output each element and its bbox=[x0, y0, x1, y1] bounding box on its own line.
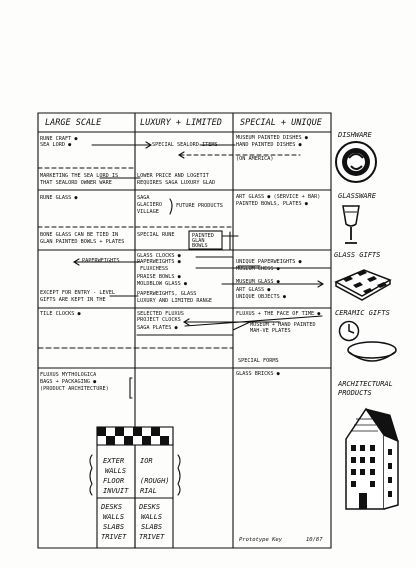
unique-objects: UNIQUE OBJECTS ● bbox=[236, 294, 286, 300]
side-label-glass-gifts: GLASS GIFTS bbox=[334, 251, 381, 259]
moldblow-glass-label: MOLDBLOW GLASS ● bbox=[137, 281, 187, 287]
fluxchess-label: FLUXCHESS bbox=[140, 266, 169, 272]
selected-fluxus-label: SELECTED FLUXUS bbox=[137, 311, 184, 317]
museum-chess: MUSEUM CHESS ● bbox=[236, 266, 280, 272]
museum-glass: MUSEUM GLASS ● bbox=[236, 279, 280, 285]
tile-trivet-2: TRIVET bbox=[139, 533, 165, 541]
glan-label: GLAN bbox=[192, 238, 205, 244]
side-label-architectural: ARCHITECTURAL bbox=[338, 380, 393, 388]
wine-glass-icon bbox=[342, 205, 360, 244]
tile-clocks-label: TILE CLOCKS ● bbox=[40, 311, 81, 317]
sea-lord-label: SEA LORD ● bbox=[40, 142, 72, 148]
bags-packaging-label: BAGS + PACKAGING ● bbox=[40, 379, 97, 385]
painted-label: PAINTED bbox=[192, 233, 214, 239]
luxury-limited-range-label: LUXURY AND LIMITED RANGE bbox=[137, 298, 212, 304]
rune-glass-label: RUNE GLASS ● bbox=[40, 195, 78, 201]
dish-plate-icon bbox=[335, 141, 377, 183]
entry-level-note-1: EXCEPT FOR ENTRY - LEVEL bbox=[40, 290, 115, 296]
prototype-key-label: Prototype Key bbox=[239, 537, 283, 543]
marketing-note-2: THAT SEALORD OWNER WARE bbox=[40, 180, 112, 186]
rune-craft-label: RUNE CRAFT ● bbox=[40, 136, 78, 142]
bowl-icon bbox=[347, 341, 397, 362]
tile-rial: RIAL bbox=[140, 487, 157, 495]
glass-bricks: GLASS BRICKS ● bbox=[236, 371, 280, 377]
tile-invuit: INVUIT bbox=[103, 487, 129, 495]
tile-floor: FLOOR bbox=[103, 477, 125, 485]
tile-desks-2: DESKS bbox=[139, 503, 161, 511]
side-label-glassware: GLASSWARE bbox=[338, 192, 376, 200]
saga-plates-label: SAGA PLATES ● bbox=[137, 325, 178, 331]
side-label-products: PRODUCTS bbox=[338, 389, 372, 397]
header-luxury-limited: LUXURY + LIMITED bbox=[140, 118, 222, 128]
museum-hand-painted: MUSEUM + HAND PAINTED bbox=[250, 322, 316, 328]
paperweights-label: PAPERWEIGHTS bbox=[82, 258, 120, 264]
marketing-note-1: MARKETING THE SEA LORD IS bbox=[40, 173, 119, 179]
tile-walls-2: WALLS bbox=[103, 513, 125, 521]
clock-icon bbox=[338, 320, 360, 342]
special-rune-label: SPECIAL RUNE bbox=[137, 232, 175, 238]
glass-clocks-label: GLASS CLOCKS ● bbox=[137, 253, 181, 259]
lower-price-note-1: LOWER PRICE AND LOGETIT bbox=[137, 173, 209, 179]
bowls-label: BOWLS bbox=[192, 243, 208, 249]
fluxus-face-of-time: FLUXUS + THE FACE OF TIME ● bbox=[236, 311, 321, 317]
art-glass: ART GLASS ● bbox=[236, 287, 271, 293]
painted-bowls-plates: PAINTED BOWLS, PLATES ● bbox=[236, 201, 308, 207]
saga-label: SAGA bbox=[137, 195, 150, 201]
tile-ior: IOR bbox=[140, 457, 153, 465]
tile-slabs-2: SLABS bbox=[141, 523, 163, 531]
special-forms: SPECIAL FORMS bbox=[238, 358, 279, 364]
unique-paperweights: UNIQUE PAPERWEIGHTS ● bbox=[236, 259, 302, 265]
special-sealord-items: SPECIAL SEALORD ITEMS bbox=[152, 142, 218, 148]
paperweights-luxury-label: PAPERWEIGHTS ● bbox=[137, 259, 181, 265]
tile-desks-1: DESKS bbox=[101, 503, 123, 511]
future-products-label: FUTURE PRODUCTS bbox=[176, 203, 223, 209]
glaciero-label: GLACIERO bbox=[137, 202, 162, 208]
header-large-scale: LARGE SCALE bbox=[45, 118, 102, 128]
praise-bowls-label: PRAISE BOWLS ● bbox=[137, 274, 181, 280]
tile-trivet-1: TRIVET bbox=[101, 533, 127, 541]
entry-level-note-2: GIFTS ARE KEPT IN THE bbox=[40, 297, 106, 303]
project-clocks-label: PROJECT CLOCKS bbox=[137, 317, 181, 323]
village-label: VILLAGE bbox=[137, 209, 159, 215]
mah-ve-plates: MAH-VE PLATES bbox=[250, 328, 291, 334]
tile-exter: EXTER bbox=[103, 457, 125, 465]
art-glass-service-bar: ART GLASS ● (SERVICE + BAR) bbox=[236, 194, 321, 200]
date-label: 10/87 bbox=[306, 537, 323, 543]
bone-glass-note-1: BONE GLASS CAN BE TIED IN bbox=[40, 232, 119, 238]
tile-walls: WALLS bbox=[105, 467, 127, 475]
on-america-label: (ON AMERICA) bbox=[236, 156, 274, 162]
bone-glass-note-2: GLAN PAINTED BOWLS + PLATES bbox=[40, 239, 125, 245]
side-label-ceramic-gifts: CERAMIC GIFTS bbox=[335, 309, 390, 317]
chessboard-icon bbox=[334, 269, 392, 301]
building-icon bbox=[345, 407, 399, 510]
paperweights-glass-label: PAPERWEIGHTS, GLASS bbox=[137, 291, 197, 297]
hand-painted-dishes: HAND PAINTED DISHES ● bbox=[236, 142, 302, 148]
tile-walls-3: WALLS bbox=[141, 513, 163, 521]
lower-price-note-2: REQUIRES SAGA LUXURY GLAD bbox=[137, 180, 216, 186]
museum-painted-dishes: MUSEUM PAINTED DISHES ● bbox=[236, 135, 308, 141]
fluxus-mythologica-label: FLUXUS MYTHOLOGICA bbox=[40, 372, 97, 378]
side-label-dishware: DISHWARE bbox=[338, 131, 372, 139]
tile-rough: (ROUGH) bbox=[140, 477, 170, 485]
header-special-unique: SPECIAL + UNIQUE bbox=[240, 118, 322, 128]
product-architecture-label: (PRODUCT ARCHITECTURE) bbox=[40, 386, 109, 392]
tile-slabs: SLABS bbox=[103, 523, 125, 531]
